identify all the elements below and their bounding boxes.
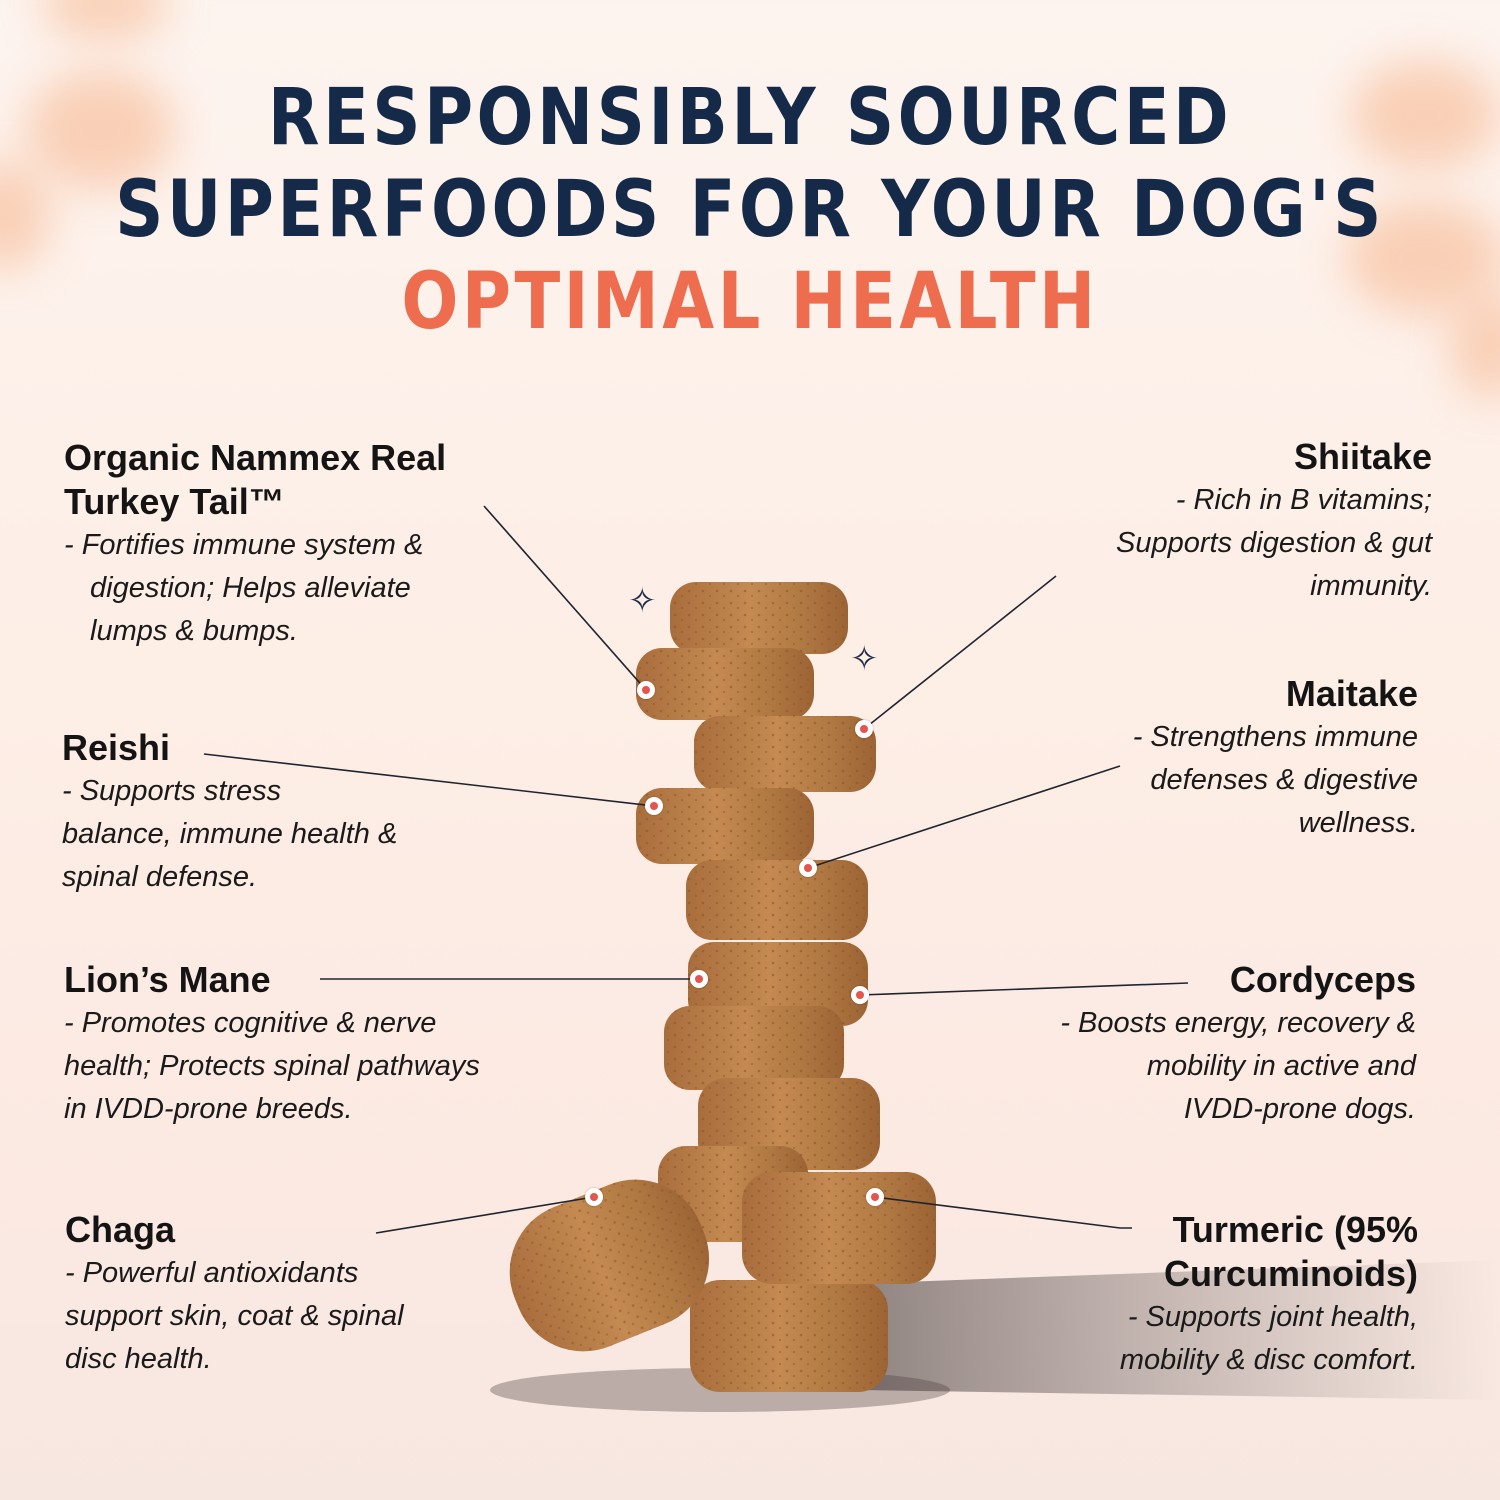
ingredient-reishi: Reishi - Supports stress balance, immune… — [62, 726, 502, 899]
ingredient-turmeric: Turmeric (95% Curcuminoids) - Supports j… — [1000, 1208, 1418, 1382]
ingredient-name: Maitake — [1285, 673, 1418, 714]
headline: RESPONSIBLY SOURCED SUPERFOODS FOR YOUR … — [0, 72, 1500, 348]
ingredient-chaga: Chaga - Powerful antioxidants support sk… — [65, 1208, 505, 1381]
reishi-marker[interactable] — [645, 797, 663, 815]
ingredient-name: Reishi — [62, 727, 171, 768]
ingredient-name: Cordyceps — [1229, 959, 1416, 1000]
turmeric-marker[interactable] — [866, 1188, 884, 1206]
headline-accent-line: OPTIMAL HEALTH — [401, 257, 1099, 347]
ingredient-description: - Fortifies immune system & digestion; H… — [64, 529, 424, 647]
turkey-tail-marker[interactable] — [637, 681, 655, 699]
headline-line-2: SUPERFOODS FOR YOUR DOG'S — [115, 165, 1385, 255]
ingredient-name: Turmeric (95% Curcuminoids) — [1163, 1209, 1418, 1294]
sparkle-icon: ✧ — [850, 640, 879, 678]
ingredient-name: Lion’s Mane — [64, 959, 271, 1000]
background-blob — [25, 70, 175, 190]
background-blob — [1350, 60, 1500, 170]
sparkle-icon: ✧ — [628, 582, 657, 620]
ingredient-shiitake: Shiitake - Rich in B vitamins; Supports … — [1000, 435, 1432, 608]
ingredient-turkey-tail: Organic Nammex Real Turkey Tail™ - Forti… — [64, 436, 524, 653]
ingredient-name: Organic Nammex Real Turkey Tail™ — [64, 437, 447, 522]
shiitake-marker[interactable] — [855, 720, 873, 738]
headline-line-1: RESPONSIBLY SOURCED — [267, 73, 1233, 163]
ingredient-description: - Boosts energy, recovery & mobility in … — [1060, 1007, 1416, 1125]
ingredient-maitake: Maitake - Strengthens immune defenses & … — [1000, 672, 1418, 845]
ingredient-description: - Strengthens immune defenses & digestiv… — [1132, 721, 1418, 839]
chew — [509, 582, 936, 1392]
ingredient-name: Shiitake — [1293, 436, 1432, 477]
lions-mane-marker[interactable] — [690, 970, 708, 988]
chaga-marker[interactable] — [585, 1188, 603, 1206]
ingredient-description: - Rich in B vitamins; Supports digestion… — [1116, 484, 1432, 602]
ingredient-name: Chaga — [65, 1209, 176, 1250]
ingredient-description: - Powerful antioxidants support skin, co… — [65, 1257, 404, 1375]
ingredient-description: - Promotes cognitive & nerve health; Pro… — [64, 1007, 480, 1125]
ingredient-description: - Supports joint health, mobility & disc… — [1119, 1301, 1418, 1376]
ingredient-description: - Supports stress balance, immune health… — [62, 775, 398, 893]
cordyceps-marker[interactable] — [851, 986, 869, 1004]
maitake-marker[interactable] — [799, 859, 817, 877]
ingredient-lions-mane: Lion’s Mane - Promotes cognitive & nerve… — [64, 958, 564, 1131]
ingredient-cordyceps: Cordyceps - Boosts energy, recovery & mo… — [960, 958, 1416, 1131]
